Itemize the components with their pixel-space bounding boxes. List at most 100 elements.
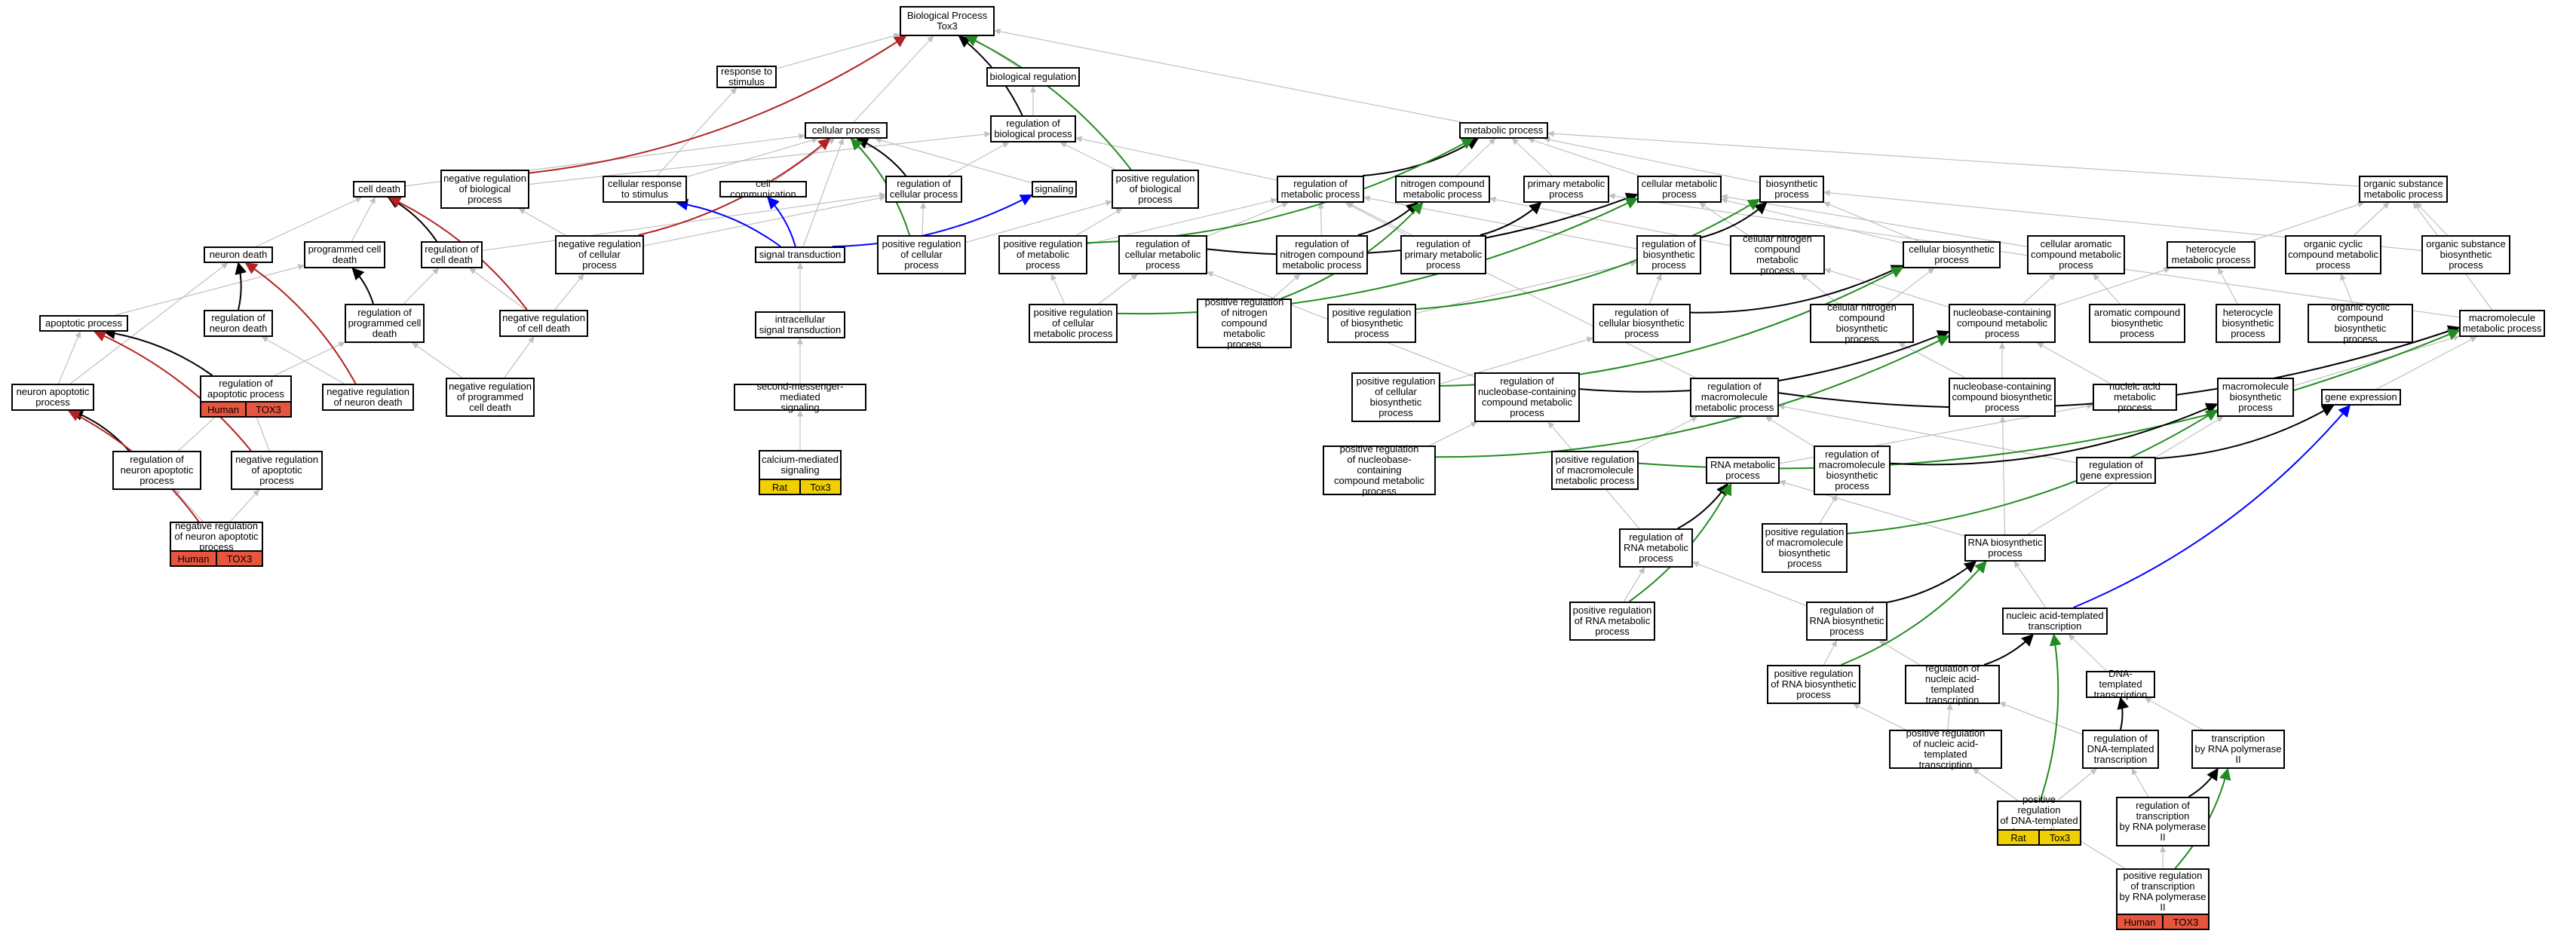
go-term-negregbio[interactable]: negative regulation of biological proces…	[440, 170, 529, 209]
go-term-negregcd[interactable]: negative regulation of cell death	[499, 310, 588, 337]
go-term-posregbio[interactable]: positive regulation of biological proces…	[1112, 170, 1199, 209]
go-term-posregmacromet[interactable]: positive regulation of macromolecule met…	[1551, 451, 1639, 490]
go-term-orgcyc[interactable]: organic cyclic compound metabolic proces…	[2285, 235, 2381, 274]
go-term-negregneurondeath[interactable]: negative regulation of neuron death	[322, 384, 414, 411]
go-term-cellcomm[interactable]: cell communication	[719, 179, 807, 200]
go-term-regrnamet[interactable]: regulation of RNA metabolic process	[1619, 528, 1693, 568]
go-term-hetmet[interactable]: heterocycle metabolic process	[2167, 241, 2256, 268]
edge-posregrnamet-to-regrnamet	[1623, 567, 1645, 602]
go-term-posregcell[interactable]: positive regulation of cellular process	[877, 235, 966, 274]
go-term-posregnbcmp[interactable]: positive regulation of nucleobase-contai…	[1323, 444, 1436, 497]
go-term-posregcellmet[interactable]: positive regulation of cellular metaboli…	[1029, 304, 1118, 343]
go-term-transpol2[interactable]: transcription by RNA polymerase II	[2191, 730, 2285, 769]
go-term-negregapop[interactable]: negative regulation of apoptotic process	[231, 451, 323, 490]
go-term-regdnatemp[interactable]: regulation of DNA-templated transcriptio…	[2082, 730, 2159, 769]
edge-posregcellmet-to-cellmet	[1117, 197, 1639, 315]
go-term-caromet[interactable]: cellular aromatic compound metabolic pro…	[2027, 235, 2125, 274]
go-term-orgsub[interactable]: organic substance metabolic process	[2359, 176, 2448, 203]
go-term-posregncmp[interactable]: positive regulation of nitrogen compound…	[1197, 297, 1292, 350]
go-term-regcd[interactable]: regulation of cell death	[421, 241, 483, 268]
go-term-arobio[interactable]: aromatic compound biosynthetic process	[2089, 304, 2185, 343]
go-term-biosyn[interactable]: biosynthetic process	[1759, 176, 1824, 203]
go-term-resp[interactable]: response to stimulus	[716, 66, 777, 88]
go-term-rnabio[interactable]: RNA biosynthetic process	[1964, 534, 2046, 562]
go-term-negregneuronapop[interactable]: negative regulation of neuron apoptotic …	[170, 521, 263, 553]
go-term-geneexp[interactable]: gene expression	[2321, 389, 2401, 406]
go-term-macromet[interactable]: macromolecule metabolic process	[2459, 310, 2545, 337]
go-term-negregpcd[interactable]: negative regulation of programmed cell d…	[446, 378, 535, 417]
edge-nbcmp-to-cncmp	[1824, 268, 1949, 308]
go-term-neuronapop[interactable]: neuron apoptotic process	[11, 384, 94, 411]
go-term-regnbcmp[interactable]: regulation of nucleobase-containing comp…	[1474, 372, 1580, 422]
go-term-negregcell[interactable]: negative regulation of cellular process	[555, 235, 644, 274]
go-term-celldeath[interactable]: cell death	[353, 181, 406, 197]
go-term-rnamet[interactable]: RNA metabolic process	[1706, 457, 1780, 484]
go-term-pcd[interactable]: programmed cell death	[304, 241, 385, 268]
go-term-posregbiosyn[interactable]: positive regulation of biosynthetic proc…	[1327, 304, 1416, 343]
go-term-nattrans[interactable]: nucleic acid-templated transcription	[2002, 608, 2108, 635]
go-term-calcium[interactable]: calcium-mediated signaling	[759, 450, 842, 480]
edge-sigtrans-to-cellcomm	[767, 196, 796, 247]
go-term-regmacromet[interactable]: regulation of macromolecule metabolic pr…	[1690, 378, 1779, 417]
go-term-regtranspol2[interactable]: regulation of transcription by RNA polym…	[2116, 797, 2210, 846]
edge-hetmet-to-orgsub	[2250, 201, 2364, 242]
go-term-ncmp[interactable]: nitrogen compound metabolic process	[1395, 176, 1490, 203]
edge-posregcell-to-posregbio	[965, 200, 1112, 243]
go-term-regcellmet[interactable]: regulation of cellular metabolic process	[1118, 235, 1207, 274]
go-term-cellproc[interactable]: cellular process	[805, 122, 888, 139]
go-term-regmet[interactable]: regulation of metabolic process	[1277, 176, 1364, 203]
go-term-sigtrans[interactable]: signal transduction	[755, 246, 845, 263]
go-term-nbcbio[interactable]: nucleobase-containing compound biosynthe…	[1949, 378, 2056, 417]
go-term-regrnabio[interactable]: regulation of RNA biosynthetic process	[1806, 602, 1888, 641]
go-term-hetbio[interactable]: heterocycle biosynthetic process	[2216, 304, 2280, 343]
go-term-regcell[interactable]: regulation of cellular process	[885, 176, 962, 203]
go-term-cellresp[interactable]: cellular response to stimulus	[603, 176, 687, 203]
go-term-regmacrobio[interactable]: regulation of macromolecule biosynthetic…	[1814, 445, 1891, 495]
go-term-secmess[interactable]: second-messenger-mediated signaling	[734, 381, 866, 413]
go-term-nucacid[interactable]: nucleic acid metabolic process	[2093, 381, 2177, 413]
go-term-cellbiosyn[interactable]: cellular biosynthetic process	[1903, 241, 2001, 268]
go-term-regapop[interactable]: regulation of apoptotic process	[200, 375, 292, 403]
edge-regpcd-to-regcd	[403, 268, 439, 305]
go-term-reggeneexp[interactable]: regulation of gene expression	[2076, 457, 2156, 484]
go-term-posregrnabio[interactable]: positive regulation of RNA biosynthetic …	[1767, 665, 1860, 704]
go-term-regbio[interactable]: regulation of biological process	[990, 115, 1076, 142]
edge-posregdna-to-nattrans	[2039, 633, 2062, 801]
go-term-posregmet[interactable]: positive regulation of metabolic process	[998, 235, 1087, 274]
go-term-regnat[interactable]: regulation of nucleic acid-templated tra…	[1905, 663, 2000, 706]
edge-negregneurondeath-to-regneurondeath	[261, 336, 345, 384]
edge-regpcd-to-pcd	[351, 267, 374, 305]
go-term-regncmp[interactable]: regulation of nitrogen compound metaboli…	[1276, 235, 1368, 274]
go-term-regpcd[interactable]: regulation of programmed cell death	[345, 304, 425, 343]
go-term-posregnat[interactable]: positive regulation of nucleic acid-temp…	[1889, 728, 2002, 770]
go-term-regneuronapop[interactable]: regulation of neuron apoptotic process	[112, 451, 201, 490]
go-term-orgsubbio[interactable]: organic substance biosynthetic process	[2421, 235, 2510, 274]
go-term-neurondeath[interactable]: neuron death	[204, 246, 273, 263]
go-term-metproc[interactable]: metabolic process	[1459, 122, 1548, 139]
go-term-macrobio[interactable]: macromolecule biosynthetic process	[2217, 378, 2294, 417]
go-term-intracell[interactable]: intracellular signal transduction	[755, 311, 845, 338]
go-term-cncmp[interactable]: cellular nitrogen compound metabolic pro…	[1730, 234, 1825, 276]
go-term-regcellbiosyn[interactable]: regulation of cellular biosynthetic proc…	[1593, 304, 1691, 343]
go-term-regprimet[interactable]: regulation of primary metabolic process	[1400, 235, 1486, 274]
go-term-biolreg[interactable]: biological regulation	[986, 67, 1080, 87]
go-term-posregmacrobio[interactable]: positive regulation of macromolecule bio…	[1762, 523, 1848, 573]
go-term-apop[interactable]: apoptotic process	[39, 315, 128, 332]
go-term-dnatemp[interactable]: DNA-templated transcription	[2086, 669, 2155, 700]
go-term-orgcycbio[interactable]: organic cyclic compound biosynthetic pro…	[2308, 302, 2413, 344]
go-term-signaling[interactable]: signaling	[1032, 181, 1077, 197]
go-term-cellmet[interactable]: cellular metabolic process	[1637, 176, 1722, 203]
go-term-regbiosyn[interactable]: regulation of biosynthetic process	[1636, 235, 1701, 274]
go-term-cncbio[interactable]: cellular nitrogen compound biosynthetic …	[1810, 302, 1914, 344]
go-term-posregtranspol2[interactable]: positive regulation of transcription by …	[2116, 868, 2210, 915]
go-term-posregdna[interactable]: positive regulation of DNA-templated tra…	[1997, 794, 2081, 837]
go-term-primet[interactable]: primary metabolic process	[1523, 176, 1609, 203]
edge-negregcd-to-negregcell	[554, 274, 584, 311]
go-term-root[interactable]: Biological Process Tox3	[900, 6, 995, 36]
go-term-regneurondeath[interactable]: regulation of neuron death	[204, 310, 273, 337]
go-term-posregcellbiosyn[interactable]: positive regulation of cellular biosynth…	[1351, 372, 1440, 422]
go-term-nbcmp[interactable]: nucleobase-containing compound metabolic…	[1949, 304, 2056, 343]
go-term-posregrnamet[interactable]: positive regulation of RNA metabolic pro…	[1569, 602, 1655, 641]
